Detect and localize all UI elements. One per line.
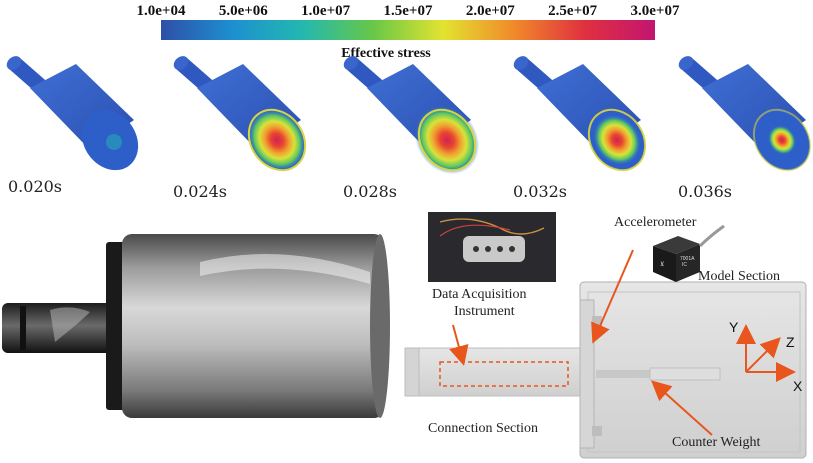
daq-device [463,236,525,262]
daq-callout-arrow [449,324,469,366]
stress-snapshot-1: 0.024s [173,56,307,201]
sensor-cable [698,224,725,248]
photo-cylinder [122,234,384,418]
colorbar-tick-2: 1.0e+07 [301,3,350,19]
snapshot-shaft-end [678,56,694,70]
flange-bolt-top [592,316,602,326]
axis-z-arrow [745,337,781,373]
colorbar: 1.0e+04 5.0e+06 1.0e+07 1.5e+07 2.0e+07 2.5e+… [137,3,680,61]
axis-z-label: Z [786,334,795,350]
photo-shaft-ring [20,306,26,350]
colorbar-ticks: 1.0e+04 5.0e+06 1.0e+07 1.5e+07 2.0e+07 2.5e+… [137,3,680,19]
snapshot-rim [417,108,477,172]
stress-snapshot-3: 0.032s [513,56,647,201]
accelerometer-callout-arrow [591,249,634,344]
snapshot-shaft-end [513,56,529,70]
snapshot-shaft-end [173,56,189,70]
snapshot-time-label: 0.020s [8,177,62,196]
colorbar-tick-4: 2.0e+07 [466,3,515,19]
snapshot-hotspot [247,108,307,172]
stress-snapshot-4: 0.036s [678,56,812,201]
photo-end-cap [106,242,126,410]
counterweight-label: Counter Weight [672,435,761,450]
stress-snapshot-2: 0.028s [343,56,480,201]
snapshot-hotspot [106,134,122,150]
model-section-label: Model Section [698,269,780,284]
colorbar-tick-0: 1.0e+04 [137,3,186,19]
snapshot-rim [752,108,812,172]
colorbar-tick-5: 2.5e+07 [548,3,597,19]
snapshot-shaft-end [6,56,22,70]
axis-x-label: X [793,378,803,394]
daq-label-line1: Data Acquisition [432,287,527,302]
photo-highlight [200,254,370,284]
stress-snapshot-0: 0.020s [6,56,139,196]
daq-wire-red [439,224,511,237]
daq-label-line2: Instrument [454,304,515,319]
snapshot-time-label: 0.028s [343,182,397,201]
sensor-mark: ⊻ [660,261,664,268]
model-section-flange [579,299,595,449]
snapshot-hotspot [768,125,796,155]
connection-section-tube [404,347,584,397]
colorbar-title: Effective stress [341,46,431,61]
flange-bolt-bottom [592,426,602,436]
snapshot-time-label: 0.024s [173,182,227,201]
colorbar-tick-3: 1.5e+07 [384,3,433,19]
snapshot-shaft-end [343,56,359,70]
connection-end [404,347,420,397]
photo-shaft-reflection [50,307,90,342]
model-photo [2,234,390,418]
daq-ports [473,246,515,252]
stress-snapshots: 0.020s 0.024s 0.028s 0.032s 0.036s [6,56,812,201]
colorbar-tick-1: 5.0e+06 [219,3,268,19]
counterweight-mass [649,367,721,381]
colorbar-tick-6: 3.0e+07 [631,3,680,19]
daq-photo [428,212,556,282]
daq-location-box [439,361,569,387]
photo-cylinder-end [370,234,390,418]
connection-section-label: Connection Section [428,421,538,436]
accelerometer-label: Accelerometer [614,215,697,230]
coordinate-axes: Y X Z [729,319,803,394]
colorbar-bar [161,20,655,40]
snapshot-hotspot [593,114,641,166]
snapshot-rim [247,108,307,172]
snapshot-hotspot [414,105,480,175]
snapshot-time-label: 0.032s [513,182,567,201]
axis-y-label: Y [729,319,739,335]
counterweight-callout-arrow [651,380,713,436]
snapshot-rim [587,108,647,172]
snapshot-time-label: 0.036s [678,182,732,201]
